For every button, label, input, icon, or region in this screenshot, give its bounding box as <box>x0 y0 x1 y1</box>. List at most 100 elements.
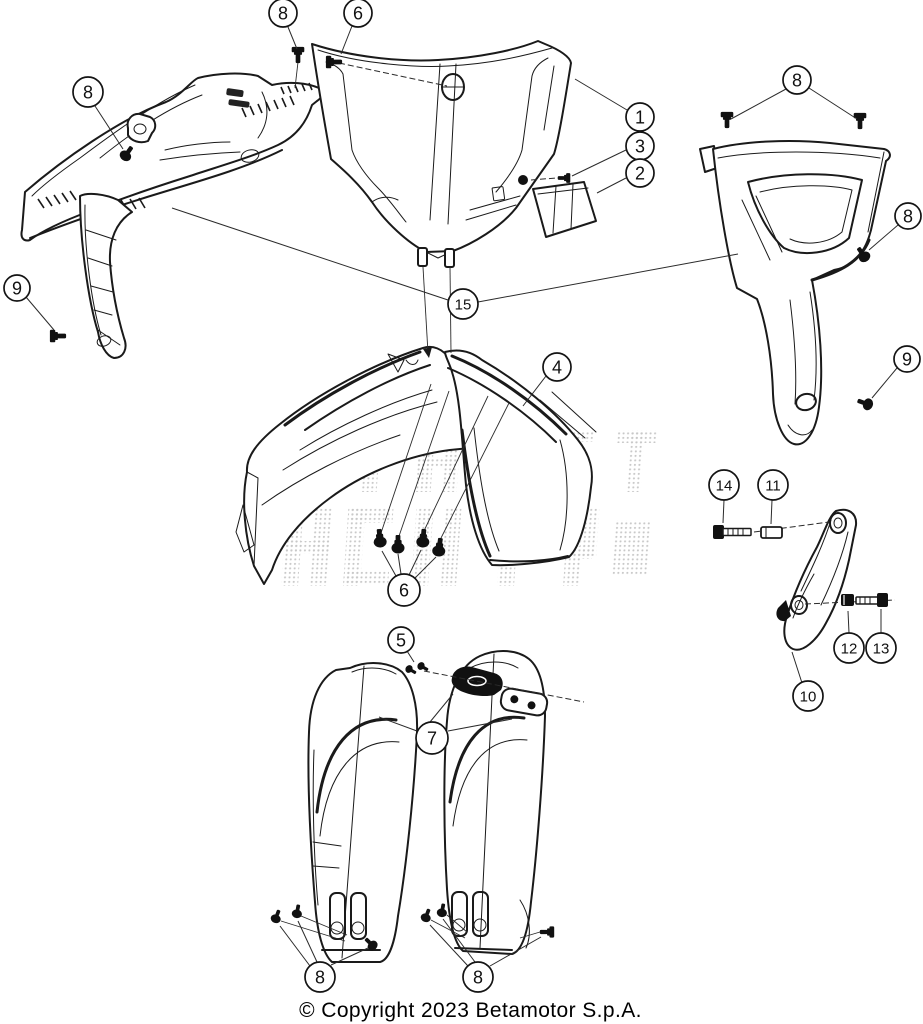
callout-leader <box>25 296 55 331</box>
callout-circle <box>3 274 31 302</box>
callout-circle <box>304 961 336 993</box>
blob-fastener <box>420 908 431 923</box>
assembly-line <box>530 177 557 181</box>
callout-leader <box>279 925 311 967</box>
spacer-fastener <box>760 526 783 539</box>
callout-circle <box>894 202 922 230</box>
callout-leader <box>408 549 422 576</box>
callout-6: 6 <box>340 0 373 55</box>
radiator-shroud-right <box>699 140 891 446</box>
callout-number: 8 <box>315 967 325 987</box>
blob-fastener <box>291 904 302 919</box>
callout-number: 6 <box>353 3 363 23</box>
callout-circle <box>343 0 373 28</box>
copyright-text: © Copyright 2023 Betamotor S.p.A. <box>299 999 642 1022</box>
direction-arrow <box>423 347 432 358</box>
callout-8: 8 <box>268 0 298 50</box>
boltR-fastener <box>855 593 888 607</box>
callout-leader <box>847 610 850 634</box>
callout-number: 11 <box>765 477 781 494</box>
assembly-axes <box>280 61 896 942</box>
callout-leader <box>730 88 787 120</box>
callout-circle <box>757 469 789 501</box>
callout-1: 1 <box>574 78 655 132</box>
plate-bracket <box>532 181 597 238</box>
blob-fastener <box>270 909 281 924</box>
callout-circle <box>833 632 865 664</box>
callout-leader <box>447 718 513 732</box>
callout-number: 14 <box>716 477 733 494</box>
blob-fastener <box>364 937 378 951</box>
callout-number: 10 <box>800 688 817 705</box>
callout-8: 8 <box>868 202 922 251</box>
callout-circle <box>387 626 415 654</box>
tscrew-fastener <box>853 112 867 130</box>
assembly-line <box>422 266 429 354</box>
callout-number: 8 <box>83 82 93 102</box>
blob-fastener <box>119 146 133 162</box>
assembly-line <box>438 402 510 543</box>
fasteners-layer <box>49 46 888 951</box>
ublob-fastener <box>432 537 446 557</box>
callout-leader <box>406 650 415 663</box>
callout-8: 8 <box>730 65 858 120</box>
fork-guard-right <box>443 650 549 955</box>
callout-number: 8 <box>792 70 802 90</box>
callout-circle <box>865 632 897 664</box>
tscrew-fastener <box>720 111 734 129</box>
assembly-line <box>338 62 448 87</box>
callout-13: 13 <box>865 609 897 664</box>
callout-8: 8 <box>279 920 369 993</box>
callout-leader <box>868 224 899 251</box>
callout-number: 8 <box>903 206 913 226</box>
assembly-line <box>519 931 541 939</box>
callout-leader <box>330 947 369 966</box>
front-fender <box>235 345 597 585</box>
callout-number: 6 <box>399 580 409 600</box>
callout-leader <box>381 550 397 577</box>
callout-number: 12 <box>841 640 858 657</box>
ublob-fastener <box>373 528 387 548</box>
callout-number: 13 <box>873 640 890 657</box>
callout-leader <box>287 26 298 50</box>
blob-fastener <box>857 247 871 263</box>
callout-8: 8 <box>429 918 542 993</box>
callout-2: 2 <box>596 158 655 194</box>
callout-circle <box>542 352 572 382</box>
callout-circle <box>708 469 740 501</box>
callout-leader <box>442 918 476 963</box>
callout-leader <box>722 499 725 524</box>
callout-leader <box>489 936 542 967</box>
callout-circle <box>415 721 449 755</box>
callout-number: 1 <box>635 107 645 127</box>
callout-leader <box>378 716 418 732</box>
callout-number: 7 <box>427 728 437 748</box>
assembly-line <box>422 395 489 534</box>
callout-leader <box>429 924 469 967</box>
callout-leader <box>171 207 449 301</box>
assembly-line <box>280 920 346 942</box>
nut-fastener <box>841 594 854 606</box>
callout-leader <box>414 556 437 579</box>
callout-leader <box>297 920 318 963</box>
callout-4: 4 <box>522 352 572 407</box>
callout-leader <box>871 367 898 399</box>
callout-circle <box>625 102 655 132</box>
tscrew-fastener <box>325 55 343 69</box>
fork-guard-left <box>307 662 419 963</box>
callout-leader <box>571 149 627 177</box>
callout-circle <box>72 76 104 108</box>
assembly-line <box>423 670 585 703</box>
callout-circle <box>447 288 479 320</box>
callout-circle <box>893 345 921 373</box>
tiny-fastener <box>417 662 429 672</box>
assembly-line <box>446 914 468 933</box>
tscrew-fastener <box>539 926 555 938</box>
blob-fastener <box>857 398 874 411</box>
ublob-fastener <box>416 528 430 548</box>
assembly-line <box>294 61 299 89</box>
callout-leader <box>808 87 858 120</box>
callout-circle <box>792 680 824 712</box>
